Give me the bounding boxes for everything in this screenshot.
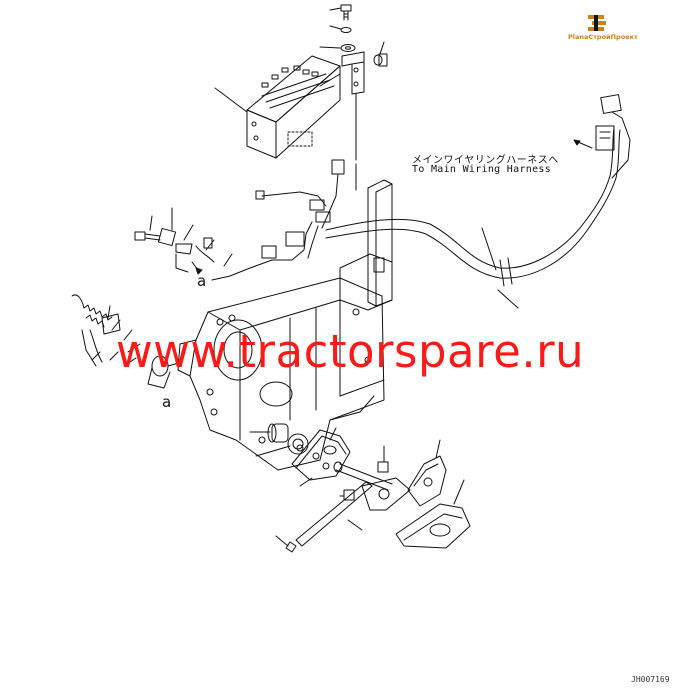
linkage-shaft [275,445,411,553]
engine-block [177,277,385,471]
logo-text: PlanaСтройПроект [568,33,638,41]
harness-callout-english: To Main Wiring Harness [412,164,552,175]
drawing-number: JH007169 [631,675,670,684]
lever-plate [291,427,351,487]
view-marker-upper: a [197,272,207,290]
top-bolt [319,4,356,52]
harness-callout-japanese: メインワイヤリングハーネスへ [412,155,559,166]
mounting-bracket [341,51,365,161]
stacked-bars-logo-icon [588,15,606,31]
sensor-assembly [134,207,233,275]
side-bolt [373,41,388,67]
controller-harness [211,159,345,281]
spring-parts [71,294,183,389]
watermark-text: www.tractorspare.ru [115,325,585,378]
controller-unit [214,55,341,159]
bracket-arms [395,439,471,549]
main-wiring-harness [325,94,631,309]
frame-post [339,163,393,311]
view-marker-lower: a [162,393,172,411]
